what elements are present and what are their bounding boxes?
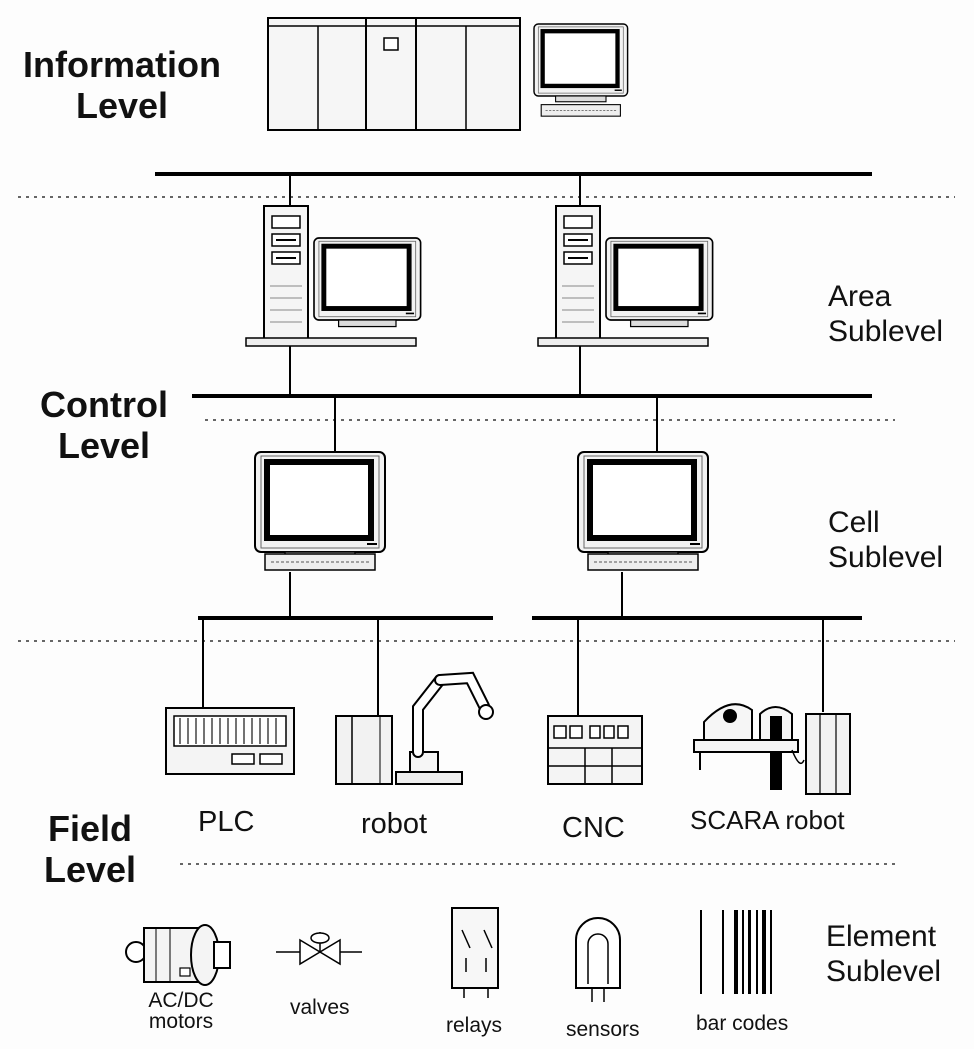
robot-label: robot xyxy=(361,808,428,840)
field-level-line2: Level xyxy=(43,849,137,891)
cnc-icon xyxy=(547,715,643,785)
area-sublevel-label: Area Sublevel xyxy=(828,280,943,349)
area-workstation-right-icon xyxy=(537,205,713,347)
area-sublevel-line2: Sublevel xyxy=(828,314,944,348)
field-level-line1: Field xyxy=(47,808,132,849)
plc-icon xyxy=(165,707,295,775)
relays-label: relays xyxy=(446,1014,503,1037)
scara-robot-icon xyxy=(693,703,851,795)
control-level-line1: Control xyxy=(40,384,168,425)
control-level-line2: Level xyxy=(57,425,151,467)
information-level-line1: Information xyxy=(23,44,221,85)
motors-label: AC/DC motors xyxy=(126,990,236,1032)
information-level-line2: Level xyxy=(75,85,169,127)
information-terminal-icon xyxy=(534,24,628,117)
scara-robot-label: SCARA robot xyxy=(690,805,845,835)
relay-icon xyxy=(451,907,499,998)
element-sublevel-label: Element Sublevel xyxy=(826,920,941,989)
control-level-label: Control Level xyxy=(16,384,192,467)
sensors-label: sensors xyxy=(566,1018,640,1041)
cell-workstation-right-icon xyxy=(578,452,708,571)
information-level-label: Information Level xyxy=(6,44,238,127)
bar-code-icon xyxy=(700,910,772,994)
valves-label: valves xyxy=(290,996,350,1019)
cell-networks xyxy=(198,572,862,718)
robot-icon xyxy=(335,671,494,785)
ac-dc-motor-icon xyxy=(125,924,231,986)
element-sublevel-line2: Sublevel xyxy=(826,954,942,988)
sensor-icon xyxy=(575,917,621,1002)
mainframe-icon xyxy=(267,17,521,131)
cell-sublevel-line1: Cell xyxy=(828,506,880,539)
control-network xyxy=(192,346,872,455)
motors-label-line1: AC/DC xyxy=(148,989,214,1012)
plc-label: PLC xyxy=(198,806,255,838)
area-workstation-left-icon xyxy=(245,205,421,347)
cell-sublevel-label: Cell Sublevel xyxy=(828,506,943,575)
field-level-label: Field Level xyxy=(28,808,152,891)
bar-codes-label: bar codes xyxy=(696,1012,789,1035)
area-sublevel-line1: Area xyxy=(828,280,892,313)
valve-icon xyxy=(276,932,362,966)
cell-workstation-left-icon xyxy=(255,452,385,571)
information-network xyxy=(155,172,872,210)
cnc-label: CNC xyxy=(562,812,625,844)
element-sublevel-line1: Element xyxy=(826,920,937,953)
cell-sublevel-line2: Sublevel xyxy=(828,540,944,574)
motors-label-line2: motors xyxy=(148,1010,214,1033)
level-separators xyxy=(18,196,955,865)
